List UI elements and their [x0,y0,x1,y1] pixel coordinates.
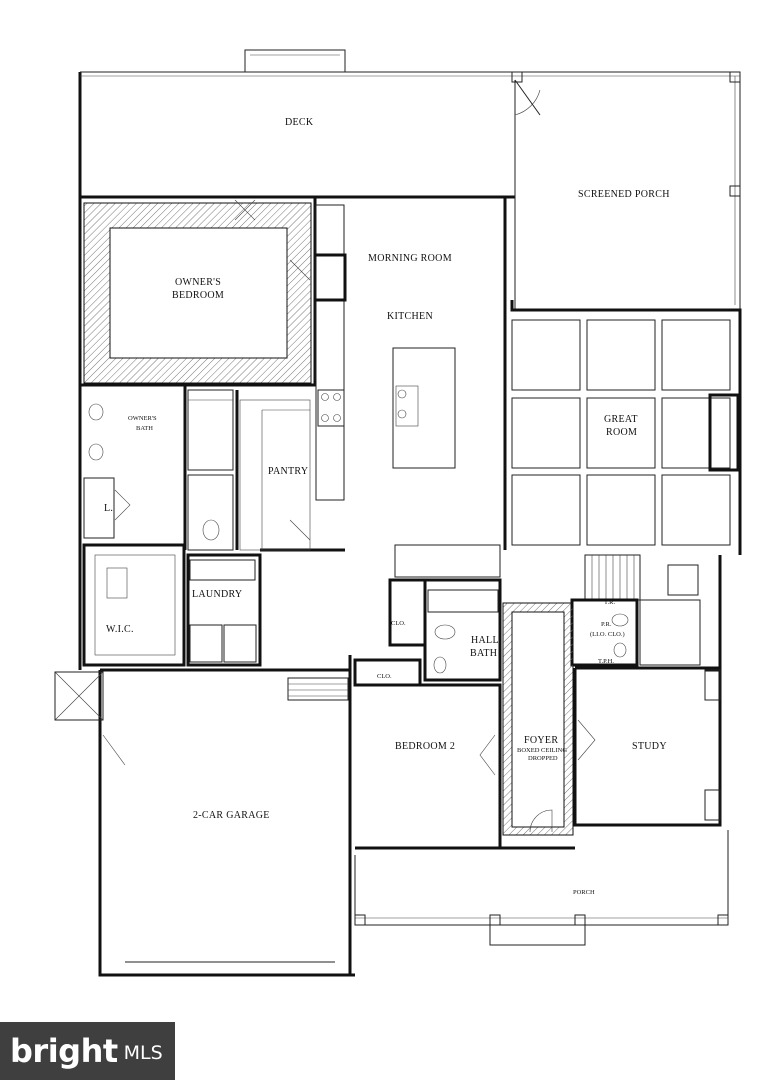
label-clo-hall: CLO. [391,620,406,627]
label-bedroom-2: BEDROOM 2 [395,741,455,752]
hall-closet [388,578,427,647]
owners-bath [78,385,234,670]
label-tr: T.R. [604,599,615,606]
great-room [511,308,742,555]
label-great-room-1: GREAT [604,414,638,425]
label-wic: W.I.C. [106,624,134,635]
label-garage: 2-CAR GARAGE [193,810,270,821]
foyer [502,602,574,836]
label-screened-porch: SCREENED PORCH [578,189,670,200]
label-pr-sub: (LI.O. CLO.) [590,631,625,638]
label-linen: L. [104,503,113,514]
label-foyer-sub-1: BOXED CEILING [517,747,567,754]
label-study: STUDY [632,741,667,752]
label-kitchen: KITCHEN [387,311,433,322]
label-tph: T.P.H. [598,658,614,665]
porch [354,830,729,946]
owners-bedroom [78,197,317,387]
label-porch: PORCH [573,889,595,896]
label-owners-bath-2: BATH [136,425,153,432]
wic [82,543,186,667]
label-owners-bedroom-2: BEDROOM [172,290,224,301]
bedroom-2 [348,655,502,975]
bright-mls-watermark: bright MLS [0,1022,175,1080]
laundry [186,553,262,667]
label-foyer-sub-2: DROPPED [528,755,558,762]
deck [78,49,740,199]
label-pantry: PANTRY [268,466,308,477]
garage [54,668,355,977]
watermark-brand: bright [10,1032,118,1070]
label-laundry: LAUNDRY [192,589,242,600]
label-pr: P.R. [601,621,612,628]
study [573,666,722,827]
pantry [235,390,311,551]
label-owners-bath-1: OWNER'S [128,415,157,422]
label-owners-bedroom-1: OWNER'S [175,277,221,288]
watermark-suffix: MLS [123,1042,163,1064]
label-morning-room: MORNING ROOM [368,253,452,264]
label-great-room-2: ROOM [606,427,637,438]
label-deck: DECK [285,117,314,128]
label-foyer: FOYER [524,735,558,746]
label-hall-bath-1: HALL [471,635,499,646]
hall-bath [423,578,502,682]
kitchen-counter-lower [394,544,501,578]
label-hall-bath-2: BATH [470,648,497,659]
label-clo-bed2: CLO. [377,673,392,680]
